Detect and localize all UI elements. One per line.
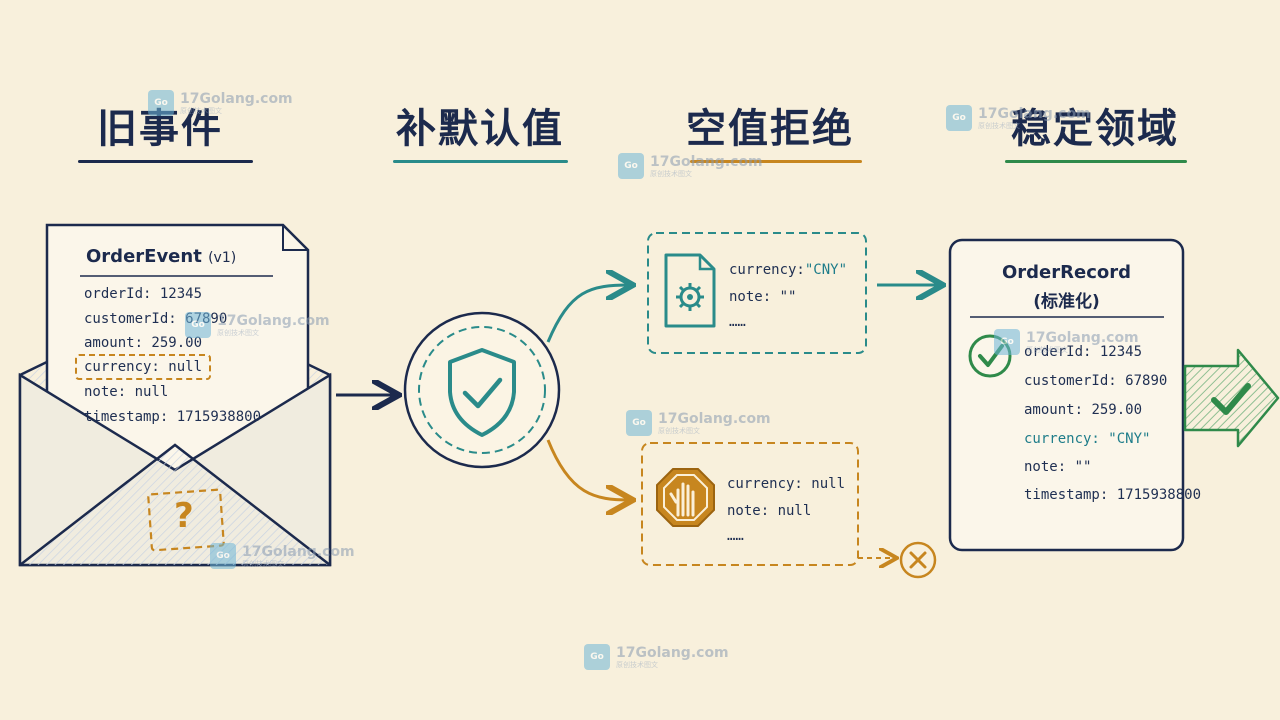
record-field-value: 1715938800 [1116,487,1202,503]
record-field-currency: currency: "CNY" [1024,431,1150,447]
record-field-timestamp: timestamp: 1715938800 [1024,487,1201,503]
record-field-value: 67890 [1125,373,1168,389]
old-event-field-timestamp: timestamp: 1715938800 [84,409,262,425]
old-event-field-currency: currency: null [84,359,203,375]
old-event-version: (v1) [208,250,237,266]
record-subtitle: (标准化) [1033,292,1100,312]
default-currency-line: currency:"CNY" [729,262,847,278]
gear-document-icon [664,253,716,328]
record-field-amount: amount: 259.00 [1024,402,1142,418]
envelope-icon [18,223,332,567]
old-event-name: OrderEvent [86,246,202,267]
stage-title-stable-domain: 稳定领域 [1011,106,1179,152]
record-field-label: customerId: [1024,373,1117,389]
stage-underline-fill-defaults [393,160,568,163]
reject-currency-line: currency: null [727,476,846,492]
shield-check-icon [403,311,561,469]
record-field-label: timestamp: [1024,487,1109,503]
default-note-line: note: "" [729,289,797,305]
record-field-label: orderId: [1024,344,1092,360]
reject-note-line: note: null [727,503,812,519]
record-field-customer-id: customerId: 67890 [1024,373,1167,389]
default-currency-value: "CNY" [804,262,848,278]
reject-x-icon [899,541,937,579]
old-event-field-note: note: null [84,384,169,400]
default-ellipsis: …… [729,314,746,330]
arrow-check-icon [1183,348,1280,448]
old-event-field-customer-id: customerId: 67890 [84,311,228,327]
stage-title-fill-defaults: 补默认值 [396,106,564,152]
stage-underline-reject-null [690,160,862,163]
default-currency-label: currency: [729,262,805,278]
old-event-title: OrderEvent (v1) [86,246,236,267]
record-field-note: note: "" [1024,459,1091,475]
record-field-order-id: orderId: 12345 [1024,344,1142,360]
old-event-field-order-id: orderId: 12345 [84,286,203,302]
old-event-field-amount: amount: 259.00 [84,335,203,351]
record-field-value: 12345 [1099,344,1143,360]
record-field-value: 259.00 [1091,402,1143,418]
stage-underline-old-event [78,160,253,163]
record-field-value: "CNY" [1108,431,1151,447]
stop-hand-icon [656,468,715,527]
record-field-label: note: [1024,459,1067,475]
stage-underline-stable-domain [1005,160,1187,163]
record-field-label: amount: [1024,402,1084,418]
record-field-label: currency: [1024,431,1100,447]
record-field-value: "" [1074,459,1092,475]
unknown-question-mark: ? [174,496,194,536]
record-title: OrderRecord [1001,262,1131,283]
stage-title-reject-null: 空值拒绝 [686,106,854,152]
reject-ellipsis: …… [727,528,744,544]
